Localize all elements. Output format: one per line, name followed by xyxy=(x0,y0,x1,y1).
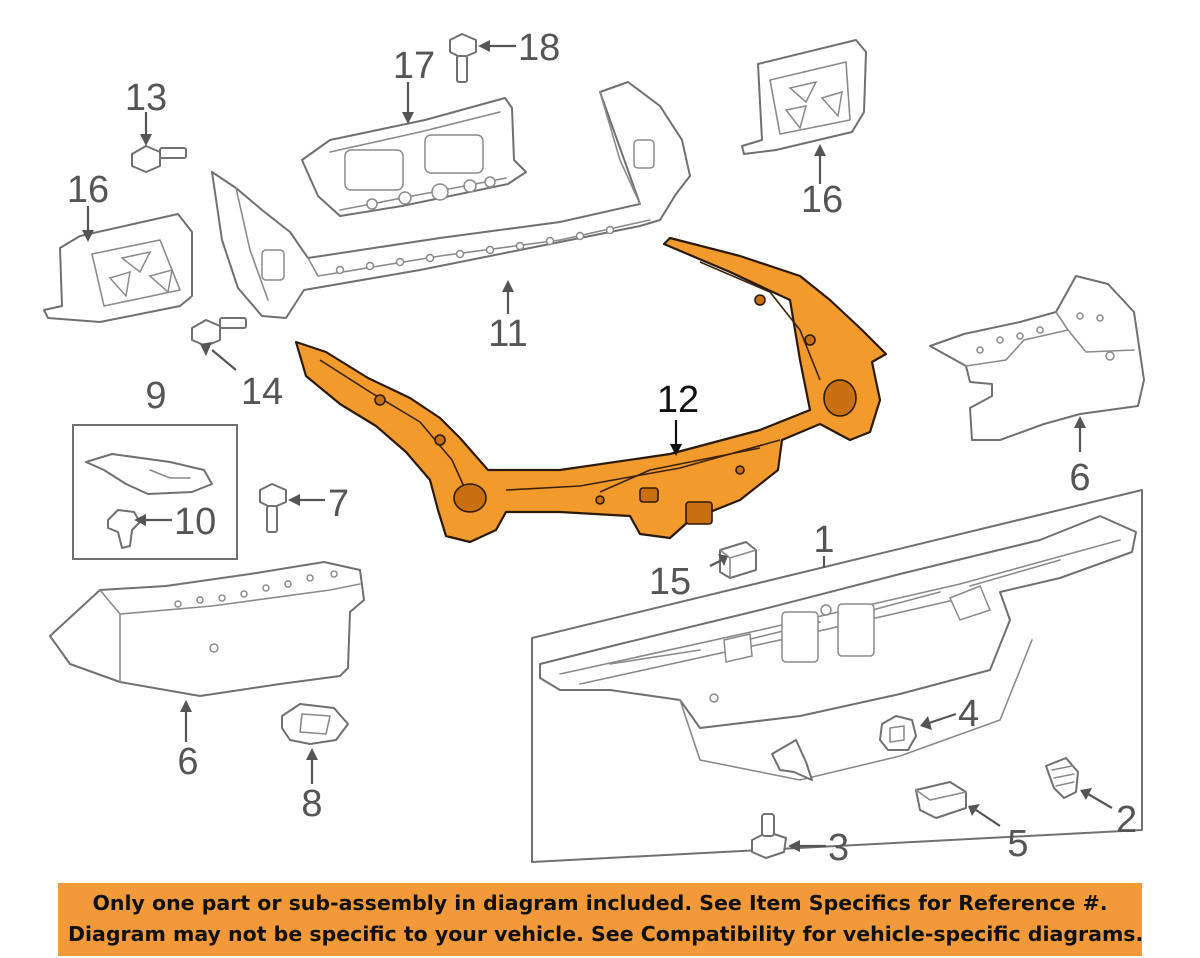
part-12-hitch-assembly xyxy=(294,236,888,544)
part-11-cross-member xyxy=(211,81,691,319)
parts-diagram: 17 18 13 16 16 11 14 12 6 9 7 10 1 15 6 … xyxy=(43,27,1145,869)
callout-8: 8 xyxy=(301,783,322,825)
part-6-right-bumper-end xyxy=(929,275,1145,441)
part-15-cap xyxy=(719,541,757,579)
callout-16-left: 16 xyxy=(67,169,109,211)
callout-5: 5 xyxy=(1007,823,1028,865)
part-3-clip xyxy=(751,813,787,859)
callout-18: 18 xyxy=(518,27,560,69)
callout-labels: 17 18 13 16 16 11 14 12 6 9 7 10 1 15 6 … xyxy=(67,27,1137,869)
disclaimer-banner: Only one part or sub-assembly in diagram… xyxy=(58,883,1144,956)
part-6-left-bumper-end xyxy=(49,561,365,697)
callout-9: 9 xyxy=(145,375,166,417)
part-2-clip xyxy=(1045,757,1079,799)
callout-15: 15 xyxy=(649,561,691,603)
callout-1: 1 xyxy=(813,519,834,561)
part-16-right-bracket xyxy=(741,39,867,155)
part-9-pad-kit xyxy=(72,424,238,560)
disclaimer-line-2: Diagram may not be specific to your vehi… xyxy=(68,922,1144,946)
part-1-step-bumper-panel xyxy=(531,489,1143,863)
callout-17: 17 xyxy=(393,45,435,87)
callout-10: 10 xyxy=(174,501,216,543)
callout-13: 13 xyxy=(125,77,167,119)
part-8-bracket xyxy=(281,703,349,745)
part-16-left-bracket xyxy=(43,213,193,323)
callout-11: 11 xyxy=(488,313,527,355)
leader-lines xyxy=(82,40,1113,852)
callout-14: 14 xyxy=(241,371,283,413)
part-14-bolt xyxy=(191,317,247,347)
callout-2: 2 xyxy=(1116,799,1137,841)
callout-6-right: 6 xyxy=(1069,457,1090,499)
part-13-bolt xyxy=(131,145,187,173)
callout-4: 4 xyxy=(958,693,979,735)
callout-3: 3 xyxy=(828,827,849,869)
part-1-bracket-small xyxy=(771,739,813,781)
part-5-plug xyxy=(915,781,967,819)
callout-12: 12 xyxy=(657,379,699,421)
part-4-bracket xyxy=(879,715,917,751)
part-7-bolt xyxy=(259,483,287,533)
callout-6-left: 6 xyxy=(177,741,198,783)
callout-7: 7 xyxy=(328,483,349,525)
part-18-bolt xyxy=(449,33,477,83)
callout-16-right: 16 xyxy=(801,179,843,221)
part-17-reinforcement-bracket xyxy=(301,97,527,217)
disclaimer-line-1: Only one part or sub-assembly in diagram… xyxy=(92,891,1108,915)
